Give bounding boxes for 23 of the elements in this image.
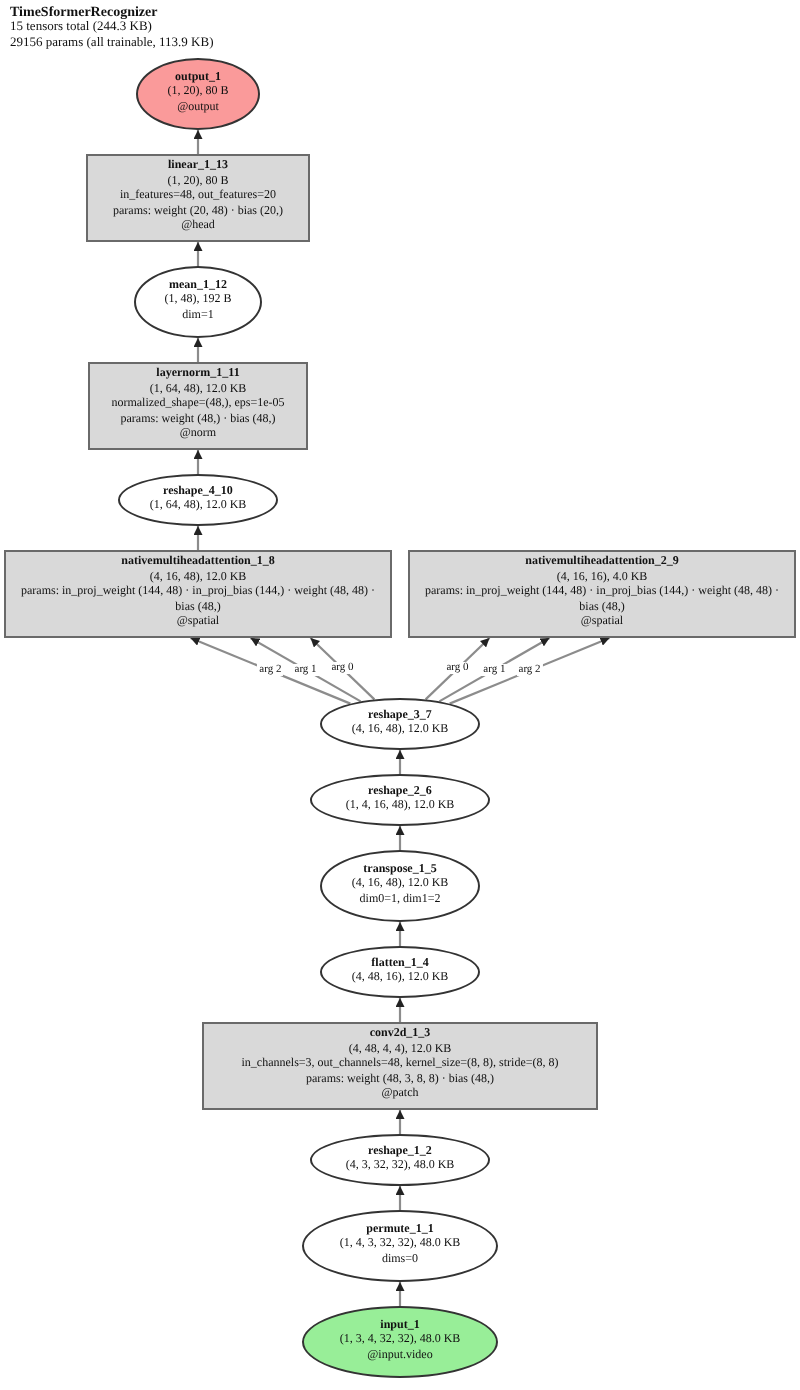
- arrow: [395, 1282, 405, 1306]
- layer-box: [88, 362, 308, 450]
- layer-box: [4, 550, 392, 638]
- arrow: [249, 637, 362, 703]
- arrow: [395, 1186, 405, 1210]
- arrow: [190, 637, 351, 705]
- arrow: [438, 637, 551, 703]
- arrow: [424, 637, 491, 701]
- arrow: [395, 826, 405, 850]
- arrow: [193, 130, 203, 154]
- arrow: [395, 750, 405, 774]
- arrow: [193, 526, 203, 550]
- arrow: [193, 242, 203, 266]
- arrow: [449, 637, 610, 705]
- layer-box: [408, 550, 796, 638]
- layer-box: [86, 154, 310, 242]
- arrow: [309, 637, 376, 701]
- arrow: [193, 450, 203, 474]
- arrow: [395, 998, 405, 1022]
- layer-box: [202, 1022, 598, 1110]
- arrow: [395, 922, 405, 946]
- arrow: [395, 1110, 405, 1134]
- arrow: [193, 338, 203, 362]
